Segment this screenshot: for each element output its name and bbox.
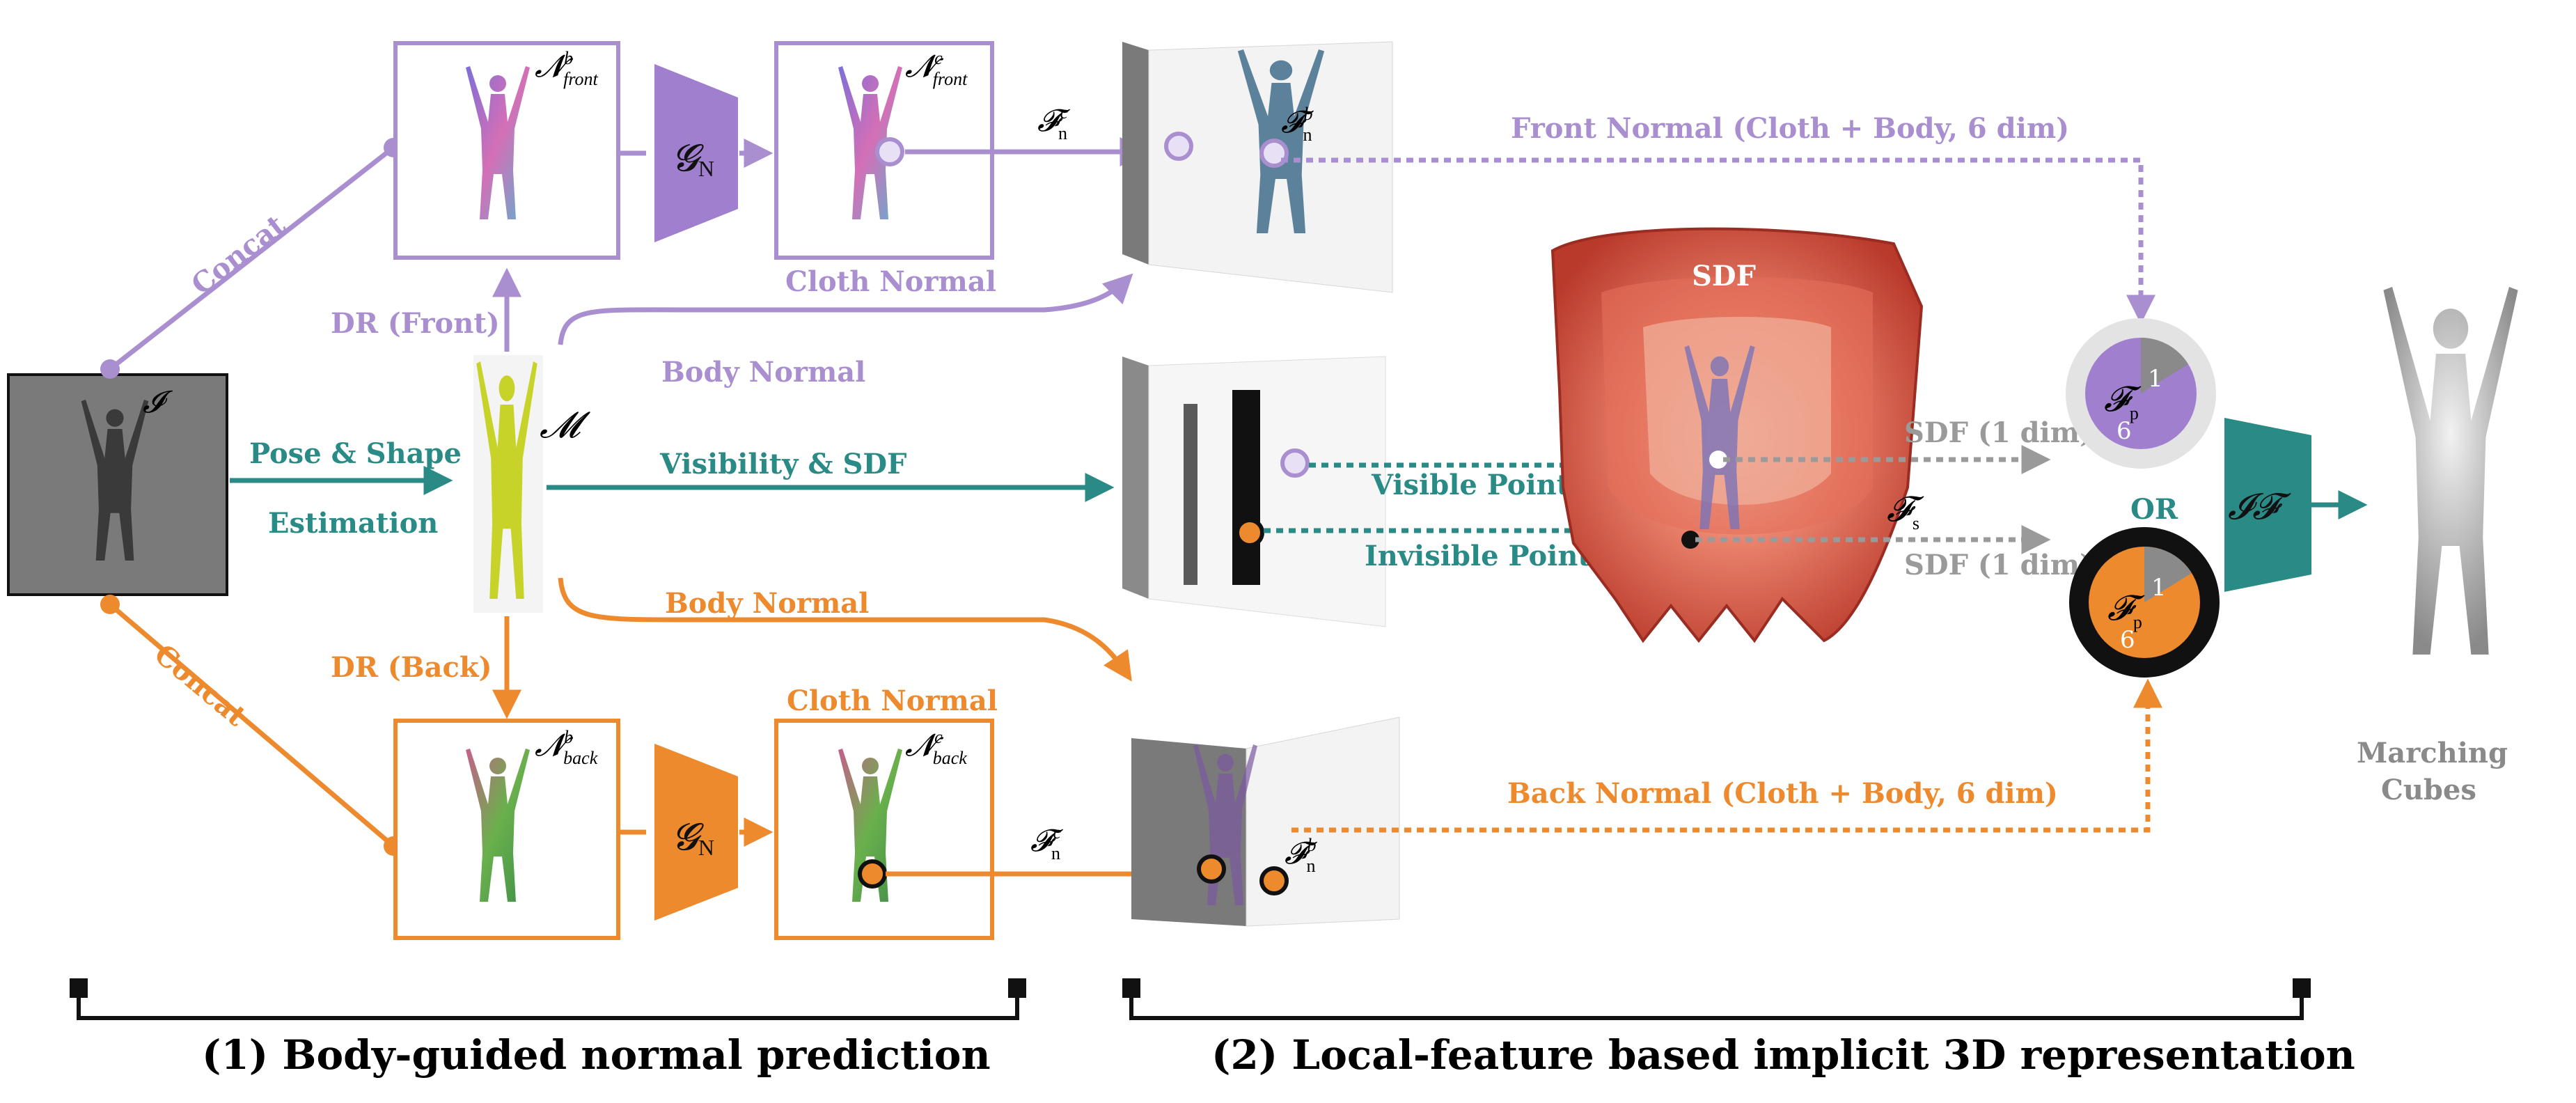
smpl-mesh: 𝓜 — [473, 355, 590, 613]
invisible-point-label: Invisible Point — [1365, 540, 1591, 572]
dr-front-label: DR (Front) — [331, 307, 500, 340]
generator-front: 𝓖N — [654, 64, 738, 242]
sdf-1dim-top-label: SDF (1 dim) — [1904, 416, 2093, 449]
input-image: 𝓘 — [7, 373, 228, 596]
body-normal-bottom-label: Body Normal — [665, 587, 869, 620]
visible-point-label: Visible Point — [1371, 469, 1570, 501]
pie-back-large: 6 — [2120, 626, 2135, 654]
back-normal-label: Back Normal (Cloth + Body, 6 dim) — [1507, 777, 2058, 810]
pie-back: 1 6 𝓕p — [2069, 527, 2220, 678]
pie-back-small: 1 — [2151, 574, 2167, 602]
body-normal-bottom-arrow — [558, 577, 1132, 682]
implicit-function: 𝓘𝓕 — [2224, 418, 2311, 592]
concat-bottom-label: Concat — [148, 638, 253, 733]
or-label: OR — [2130, 493, 2178, 526]
section2-title: (2) Local-feature based implicit 3D repr… — [1211, 1031, 2355, 1079]
generator-back: 𝓖N — [654, 744, 738, 921]
pie-front-large: 6 — [2116, 417, 2132, 445]
back-normal-dotted-arrow — [1291, 678, 2162, 833]
body-normal-top-arrow — [558, 273, 1133, 345]
visibility-sdf-label: Visibility & SDF — [659, 448, 906, 480]
cubes-label: Cubes — [2381, 774, 2476, 806]
body-normal-top-label: Body Normal — [661, 356, 865, 389]
mesh-symbol: 𝓜 — [540, 406, 590, 446]
front-normal-label: Front Normal (Cloth + Body, 6 dim) — [1511, 112, 2069, 145]
marching-label: Marching — [2357, 737, 2508, 769]
sdf-1dim-bottom-label: SDF (1 dim) — [1904, 549, 2093, 581]
fs-symbol: 𝓕s — [1887, 490, 1924, 533]
sdf-volume: SDF — [1550, 227, 1924, 643]
sdf-title: SDF — [1692, 260, 1756, 292]
dr-back-label: DR (Back) — [331, 651, 492, 684]
estimation-label: Estimation — [268, 507, 438, 540]
concat-bottom-line — [100, 595, 403, 856]
pie-front-small: 1 — [2148, 365, 2163, 393]
cloth-front-query-point — [875, 137, 904, 166]
section2-bracket — [1122, 978, 2311, 1020]
pie-front: 1 6 𝓕p — [2066, 318, 2216, 469]
cloth-normal-top-label: Cloth Normal — [785, 265, 996, 298]
cloth-back-query-point — [858, 859, 887, 889]
reconstructed-mesh — [2383, 287, 2518, 655]
concat-top-label: Concat — [185, 208, 292, 302]
visibility-point-cloud — [1122, 356, 1386, 627]
section1-bracket — [70, 978, 1026, 1020]
pose-shape-label: Pose & Shape — [249, 437, 462, 470]
cloth-normal-bottom-label: Cloth Normal — [787, 685, 998, 717]
section1-title: (1) Body-guided normal prediction — [202, 1031, 991, 1079]
